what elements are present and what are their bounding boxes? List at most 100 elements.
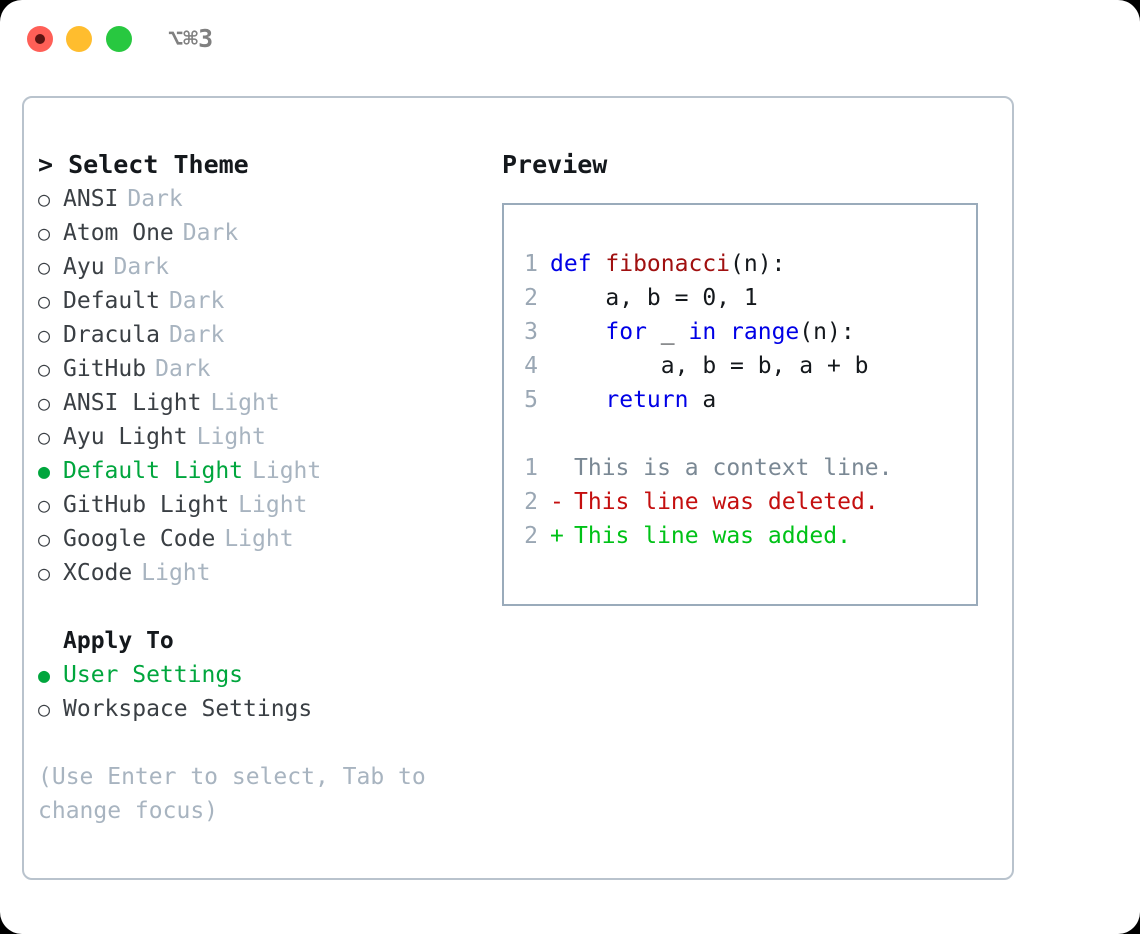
code-token-plain: _ [646, 319, 689, 345]
keyboard-shortcut-label: ⌥⌘3 [168, 24, 214, 53]
code-line-number: 5 [524, 387, 538, 413]
code-token-fn: fibonacci [605, 251, 731, 277]
radio-selected-icon: ● [38, 663, 51, 687]
apply-to-option-label: User Settings [63, 662, 244, 688]
code-token-kw: for [605, 319, 647, 345]
diff-line-number: 1 [524, 455, 538, 481]
radio-unselected-icon: ○ [38, 425, 51, 449]
theme-option-label: Dracula [63, 322, 160, 348]
diff-line-added: 2+This line was added. [522, 519, 976, 553]
apply-to-option-user-settings[interactable]: ● User Settings [38, 658, 490, 692]
theme-option-ayu-light[interactable]: ○ Ayu Light Light [38, 420, 490, 454]
radio-unselected-icon: ○ [38, 527, 51, 551]
theme-option-google-code[interactable]: ○ Google Code Light [38, 522, 490, 556]
code-line: 2 a, b = 0, 1 [522, 281, 976, 315]
select-theme-heading: > Select Theme [38, 150, 249, 179]
close-button[interactable] [27, 26, 53, 52]
radio-unselected-icon: ○ [38, 493, 51, 517]
radio-unselected-icon: ○ [38, 357, 51, 381]
code-token-plain: a, b = 0, 1 [550, 285, 758, 311]
theme-option-tag: Light [210, 390, 280, 416]
radio-unselected-icon: ○ [38, 323, 51, 347]
maximize-button[interactable] [106, 26, 132, 52]
code-token-kw: def [550, 251, 606, 277]
theme-option-ansi-light[interactable]: ○ ANSI Light Light [38, 386, 490, 420]
theme-option-ayu[interactable]: ○ Ayu Dark [38, 250, 490, 284]
diff-marker-icon [550, 451, 574, 485]
theme-option-label: Ayu Light [63, 424, 188, 450]
apply-to-heading: Apply To [63, 628, 174, 654]
theme-option-label: Default [63, 288, 160, 314]
code-token-plain: (n): [799, 319, 855, 345]
radio-unselected-icon: ○ [38, 391, 51, 415]
code-line-number: 3 [524, 319, 538, 345]
theme-option-label: ANSI Light [63, 390, 202, 416]
radio-unselected-icon: ○ [38, 187, 51, 211]
theme-option-tag: Dark [113, 254, 169, 280]
diff-sample: 1 This is a context line.2-This line was… [522, 451, 976, 553]
theme-option-label: Atom One [63, 220, 174, 246]
code-diff-separator [522, 417, 976, 451]
code-line: 4 a, b = b, a + b [522, 349, 976, 383]
diff-line-text: This is a context line. [574, 455, 893, 481]
diff-line-context: 1 This is a context line. [522, 451, 976, 485]
code-token-plain: (n): [730, 251, 786, 277]
title-bar: ⌥⌘3 [0, 0, 1140, 78]
code-line-text: for _ in range(n): [550, 315, 855, 349]
theme-option-tag: Light [196, 424, 266, 450]
code-line: 5 return a [522, 383, 976, 417]
code-line-text: a, b = 0, 1 [550, 281, 758, 315]
theme-option-label: Default Light [63, 458, 244, 484]
code-token-kw: in [688, 319, 717, 345]
theme-option-atom-one[interactable]: ○ Atom One Dark [38, 216, 490, 250]
theme-option-label: Google Code [63, 526, 216, 552]
code-token-plain: a, b = b, a + b [550, 353, 869, 379]
theme-option-label: XCode [63, 560, 133, 586]
radio-unselected-icon: ○ [38, 255, 51, 279]
theme-option-label: GitHub Light [63, 492, 230, 518]
diff-line-text: This line was deleted. [574, 489, 879, 515]
radio-unselected-icon: ○ [38, 697, 51, 721]
radio-unselected-icon: ○ [38, 221, 51, 245]
theme-option-label: Ayu [63, 254, 105, 280]
code-line-number: 4 [524, 353, 538, 379]
code-token-plain: a [688, 387, 717, 413]
code-token-plain [550, 387, 605, 413]
code-token-plain [550, 319, 605, 345]
code-line-number: 1 [524, 251, 538, 277]
theme-option-label: ANSI [63, 186, 119, 212]
apply-to-option-workspace-settings[interactable]: ○ Workspace Settings [38, 692, 490, 726]
code-line-text: def fibonacci(n): [550, 247, 785, 281]
theme-option-tag: Light [252, 458, 322, 484]
theme-option-tag: Light [224, 526, 294, 552]
diff-line-text: This line was added. [574, 523, 851, 549]
apply-to-list[interactable]: ● User Settings ○ Workspace Settings [38, 658, 490, 726]
theme-option-tag: Dark [155, 356, 211, 382]
radio-unselected-icon: ○ [38, 561, 51, 585]
minimize-button[interactable] [66, 26, 92, 52]
section-spacer [38, 590, 490, 624]
diff-line-number: 2 [524, 489, 538, 515]
theme-option-tag: Dark [168, 288, 225, 314]
theme-option-tag: Dark [182, 220, 239, 246]
code-line-number: 2 [524, 285, 538, 311]
code-token-kw: return [605, 387, 689, 413]
keyboard-hint-text: (Use Enter to select, Tab to change focu… [38, 764, 426, 824]
code-line-text: return a [550, 383, 716, 417]
code-line: 3 for _ in range(n): [522, 315, 976, 349]
diff-marker-icon: + [550, 523, 564, 549]
code-token-plain [716, 319, 730, 345]
apply-to-option-label: Workspace Settings [63, 696, 313, 722]
